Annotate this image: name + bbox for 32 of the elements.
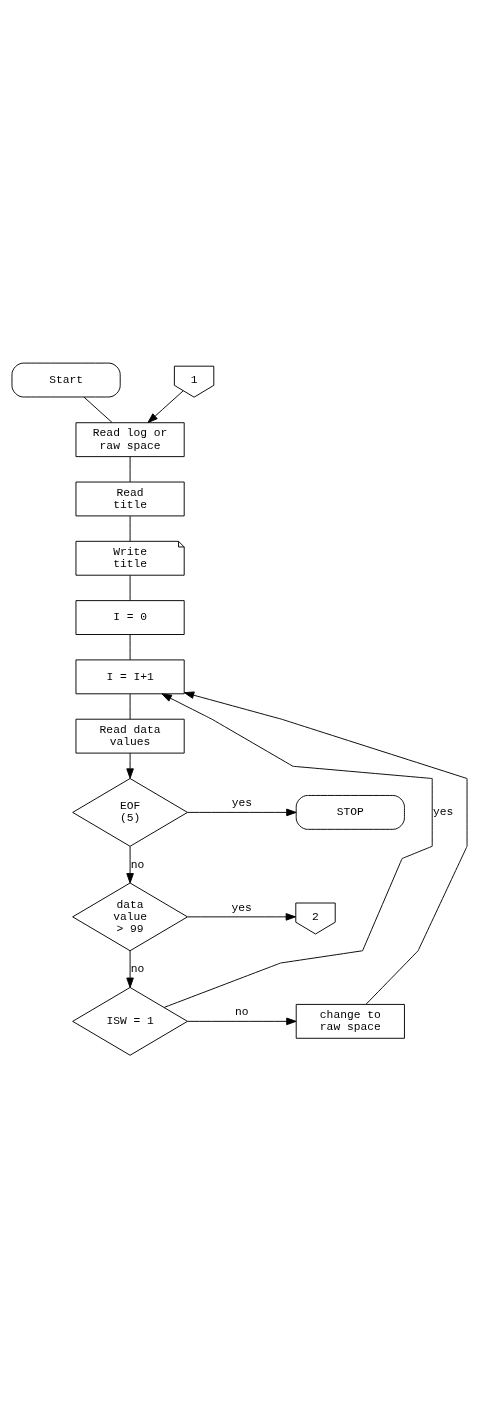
node-box: I = I+1 (75, 658, 185, 694)
arrow (187, 808, 297, 816)
node-box: Read log or raw space (75, 421, 185, 457)
node-box: Start (11, 362, 121, 397)
connector (129, 693, 131, 720)
node-box: Read title (75, 481, 185, 516)
arrow (147, 389, 184, 423)
connector (129, 515, 131, 542)
edge-label: no (235, 1005, 249, 1018)
edge-label: yes (432, 805, 454, 818)
connector (129, 455, 131, 482)
arrow (183, 690, 468, 1005)
arrow (187, 912, 296, 921)
edge-label: no (130, 858, 145, 871)
node-box: Read data values (75, 718, 185, 754)
arrow (126, 845, 134, 883)
edge-label: yes (231, 796, 253, 809)
node-box: change to raw space (295, 1003, 405, 1039)
arrow (187, 1017, 297, 1025)
connector (129, 633, 131, 660)
node-diamond: EOF (5) (72, 777, 188, 847)
node-box: I = 0 (75, 599, 185, 635)
connector (129, 574, 131, 601)
node-diamond: ISW = 1 (72, 986, 188, 1056)
edge-label: no (130, 962, 145, 975)
edge-label: yes (231, 901, 252, 914)
arrow (161, 692, 433, 1008)
connector (83, 396, 113, 423)
node-box: STOP (295, 794, 405, 830)
node-diamond: data value > 99 (72, 882, 188, 951)
arrow (126, 949, 134, 988)
arrow (126, 752, 134, 779)
